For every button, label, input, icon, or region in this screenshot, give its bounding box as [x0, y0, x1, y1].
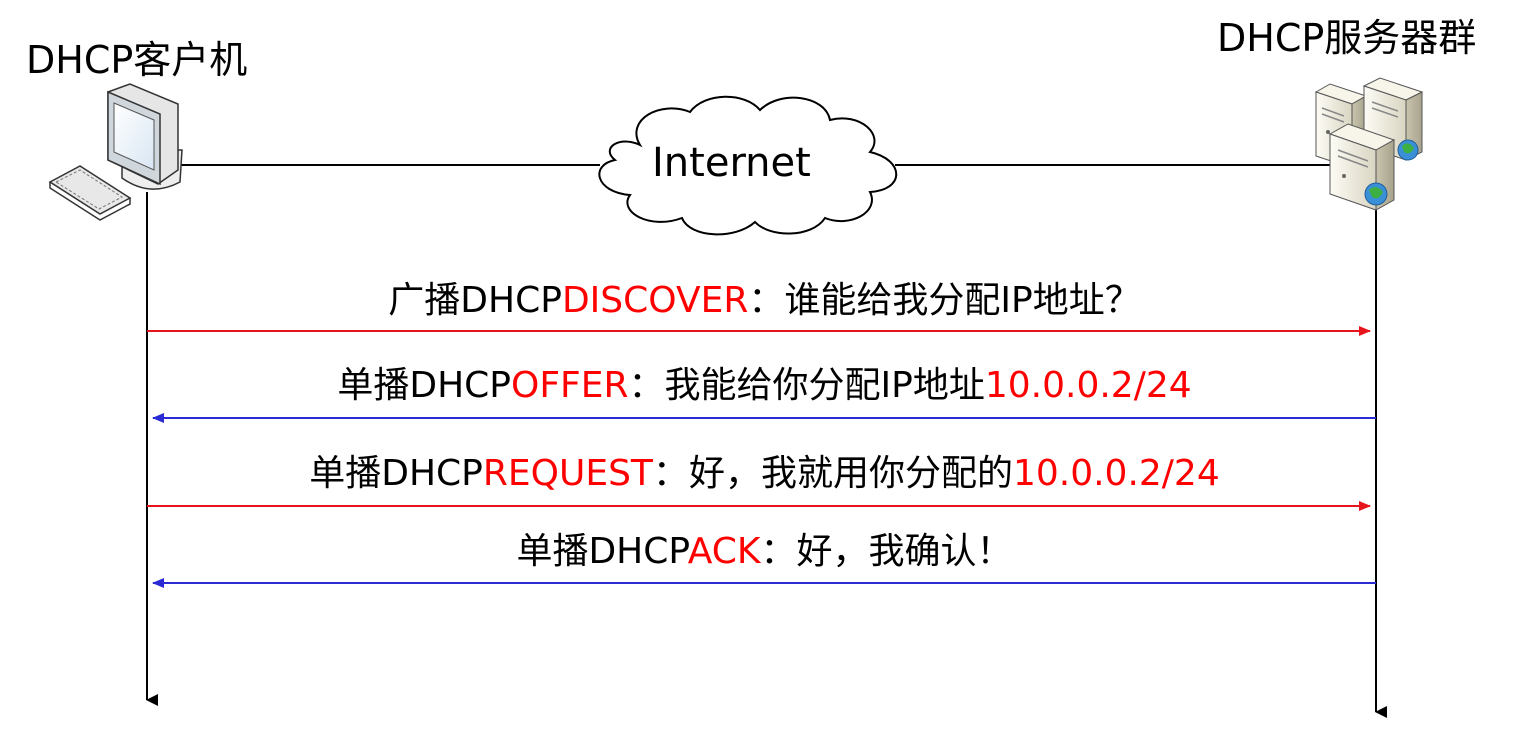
cloud-icon — [598, 95, 898, 236]
message-prefix: 单播DHCP — [309, 453, 483, 494]
message-separator: ： — [628, 365, 665, 406]
message-type: DISCOVER — [561, 280, 749, 321]
message-text: 好，我就用你分配的 — [688, 453, 1013, 494]
discover-message: 广播DHCPDISCOVER：谁能给我分配IP地址？ — [0, 280, 1529, 322]
desktop-computer-icon — [48, 83, 183, 221]
message-separator: ： — [652, 453, 689, 494]
message-text: 我能给你分配IP地址 — [664, 365, 985, 406]
message-type: OFFER — [510, 365, 629, 406]
network-label: Internet — [652, 140, 811, 186]
message-highlight: 10.0.0.2/24 — [984, 365, 1192, 406]
message-type: ACK — [687, 531, 761, 572]
message-highlight: 10.0.0.2/24 — [1012, 453, 1220, 494]
message-text: 谁能给我分配IP地址？ — [784, 280, 1141, 321]
offer-message: 单播DHCPOFFER：我能给你分配IP地址10.0.0.2/24 — [0, 365, 1529, 407]
message-separator: ： — [748, 280, 785, 321]
message-text: 好，我确认！ — [796, 531, 1013, 572]
message-type: REQUEST — [482, 453, 653, 494]
request-message: 单播DHCPREQUEST：好，我就用你分配的10.0.0.2/24 — [0, 453, 1529, 495]
client-label: DHCP客户机 — [26, 38, 248, 82]
message-separator: ： — [760, 531, 797, 572]
message-prefix: 广播DHCP — [388, 280, 562, 321]
server-cluster-icon — [1314, 77, 1424, 211]
ack-message: 单播DHCPACK：好，我确认！ — [0, 531, 1529, 573]
server-label: DHCP服务器群 — [1217, 16, 1477, 60]
message-prefix: 单播DHCP — [337, 365, 511, 406]
message-prefix: 单播DHCP — [516, 531, 688, 572]
